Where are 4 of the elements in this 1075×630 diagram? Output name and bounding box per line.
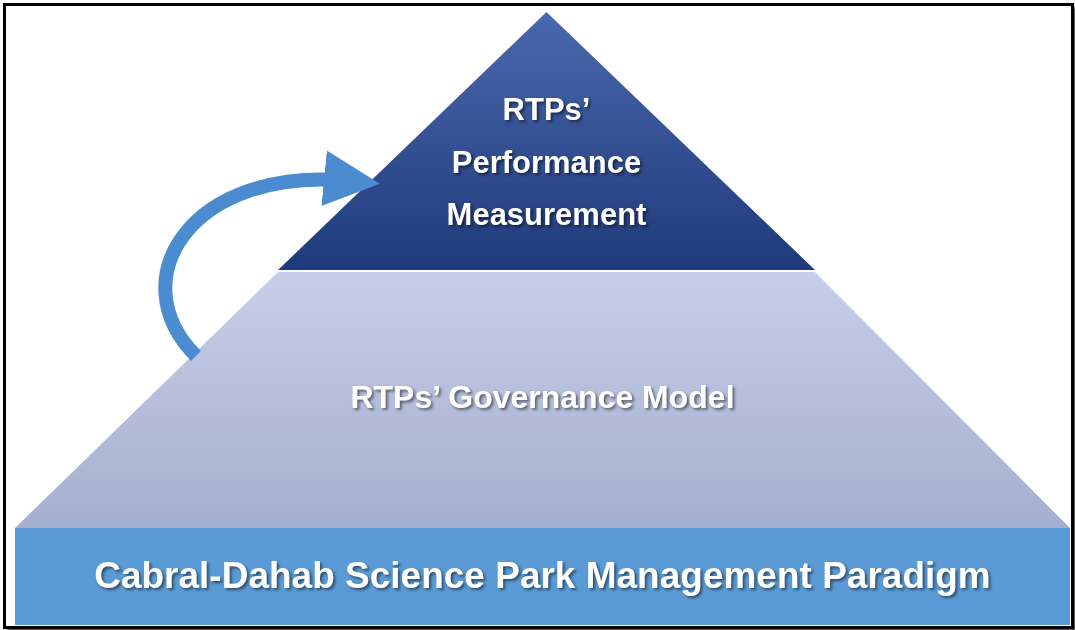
- curved-arrow: [158, 152, 380, 361]
- tier-label: RTPs’ Governance Model: [349, 378, 736, 417]
- tier-label: RTPs’ Performance Measurement: [445, 91, 648, 235]
- tier-label: Cabral-Dahab Science Park Management Paradigm: [93, 554, 992, 598]
